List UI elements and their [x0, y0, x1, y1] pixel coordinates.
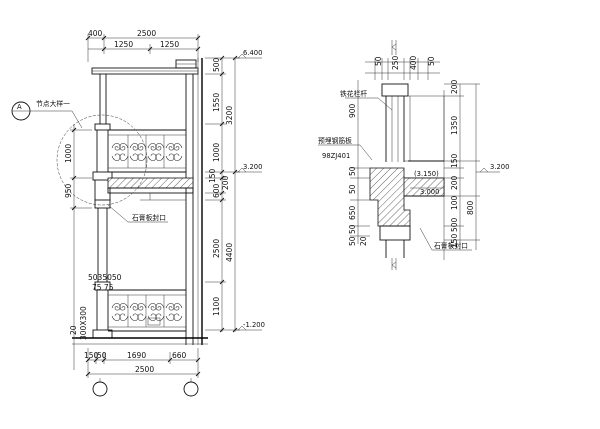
rdim-800: 800: [466, 200, 475, 215]
axis-bubble-right: [183, 381, 199, 397]
rdim-900: 900: [348, 103, 357, 118]
section-notes: 铁花栏杆 预埋钢筋板 98ZJ401 石膏板封口: [318, 89, 472, 251]
dim-400: 400: [88, 29, 103, 38]
level-markers: 6.400 3.200 -1.200: [235, 49, 265, 331]
note-waterproof: 预埋钢筋板: [318, 136, 352, 145]
roof-cap: [91, 59, 199, 75]
dim-1000-left: 1000: [64, 144, 73, 163]
base-column-dims: 5035050 75 75 20 300X300: [69, 273, 122, 340]
dim-660: 660: [172, 351, 187, 360]
dim-20-bottom: 20: [69, 325, 78, 335]
rdim-100: 100: [450, 195, 459, 210]
dim-150-bottom: 150: [84, 351, 99, 360]
floor-slab: [107, 177, 194, 201]
upper-railing: [108, 129, 186, 173]
dim-300x300: 300X300: [79, 306, 88, 340]
dim-1250-right: 1250: [160, 40, 179, 49]
rdim-50d: 50: [348, 236, 357, 246]
rdim-150: 150: [450, 153, 459, 168]
rdim-250-top: 250: [391, 55, 400, 70]
rdim-50b: 50: [348, 184, 357, 194]
left-elevation: 400 2500 1250 1250: [11, 29, 265, 397]
level-minus-1200: -1.200: [243, 321, 265, 329]
dim-75-75: 75 75: [92, 283, 114, 292]
level-3200: 3.200: [243, 163, 262, 171]
rdim-50b-top: 50: [427, 56, 436, 66]
left-note-stone: 石膏板封口: [107, 204, 168, 223]
level-6400: 6.400: [243, 49, 262, 57]
dim-1000-right: 1000: [212, 143, 221, 162]
building-face: [185, 58, 203, 345]
rdim-650: 650: [348, 205, 357, 220]
note-railing: 铁花栏杆: [340, 89, 367, 98]
section-slab: [369, 167, 445, 270]
dim-4400: 4400: [225, 243, 234, 262]
section-left-dimensions: 900 50 50 650 50 50 20: [348, 80, 370, 246]
left-side-dimensions: 1000 950: [64, 124, 92, 370]
axis-bubble-left: [92, 381, 108, 397]
break-mark-top: [391, 40, 397, 55]
rdim-200b: 200: [450, 175, 459, 190]
dim-5035050: 5035050: [88, 273, 122, 282]
dim-2500-bottom: 2500: [135, 365, 154, 374]
dim-1690: 1690: [127, 351, 146, 360]
rdim-400-top: 400: [409, 55, 418, 70]
dim-1100: 1100: [212, 297, 221, 316]
bottom-dimensions: 150 50 1690 660 2500: [84, 348, 201, 397]
ground-line: [72, 337, 208, 345]
dim-950-left: 950: [64, 183, 73, 198]
rdim-50a: 50: [348, 166, 357, 176]
section-right-dimensions: 200 1350 150 200 100 800 500 150: [444, 79, 480, 250]
dim-600: 600: [212, 183, 221, 198]
right-side-dimensions: 500 1550 3200 1000 150 600 200 2500 4400…: [205, 55, 240, 333]
detail-marker-letter: A: [17, 103, 22, 111]
right-top-dimensions: 50 250 400 50: [365, 55, 440, 80]
left-note-stone-text: 石膏板封口: [132, 213, 166, 222]
rdim-150b: 150: [450, 233, 459, 248]
level-3200-right: 3.200: [490, 163, 509, 171]
left-pilaster: [92, 74, 113, 339]
rdim-50c: 50: [348, 224, 357, 234]
dim-2500-top: 2500: [137, 29, 156, 38]
right-section: 50 250 400 50: [318, 40, 509, 270]
rdim-500: 500: [450, 217, 459, 232]
dim-2500-vert: 2500: [212, 239, 221, 258]
lower-railing: [108, 289, 186, 332]
dim-50-bottom: 50: [97, 351, 107, 360]
dim-150: 150: [208, 168, 217, 183]
dim-200: 200: [221, 175, 230, 190]
rdim-1350: 1350: [450, 116, 459, 135]
rdim-20: 20: [359, 236, 368, 246]
rdim-200: 200: [450, 79, 459, 94]
note-stone-sill-right: 石膏板封口: [434, 241, 468, 250]
section-levels: (3.150) 3.000 3.200: [410, 163, 509, 196]
rdim-50-top: 50: [374, 56, 383, 66]
left-top-dimensions: 400 2500 1250 1250: [85, 29, 201, 62]
dim-1250-left: 1250: [114, 40, 133, 49]
section-column: [381, 83, 445, 260]
level-3150: (3.150): [414, 170, 439, 178]
detail-callout: A 节点大样一: [11, 99, 148, 206]
dim-500: 500: [212, 57, 221, 72]
level-3000: 3.000: [420, 188, 439, 196]
dim-3200: 3200: [225, 106, 234, 125]
dim-1550: 1550: [212, 93, 221, 112]
note-std: 98ZJ401: [322, 152, 350, 160]
detail-marker-label: 节点大样一: [36, 99, 70, 108]
